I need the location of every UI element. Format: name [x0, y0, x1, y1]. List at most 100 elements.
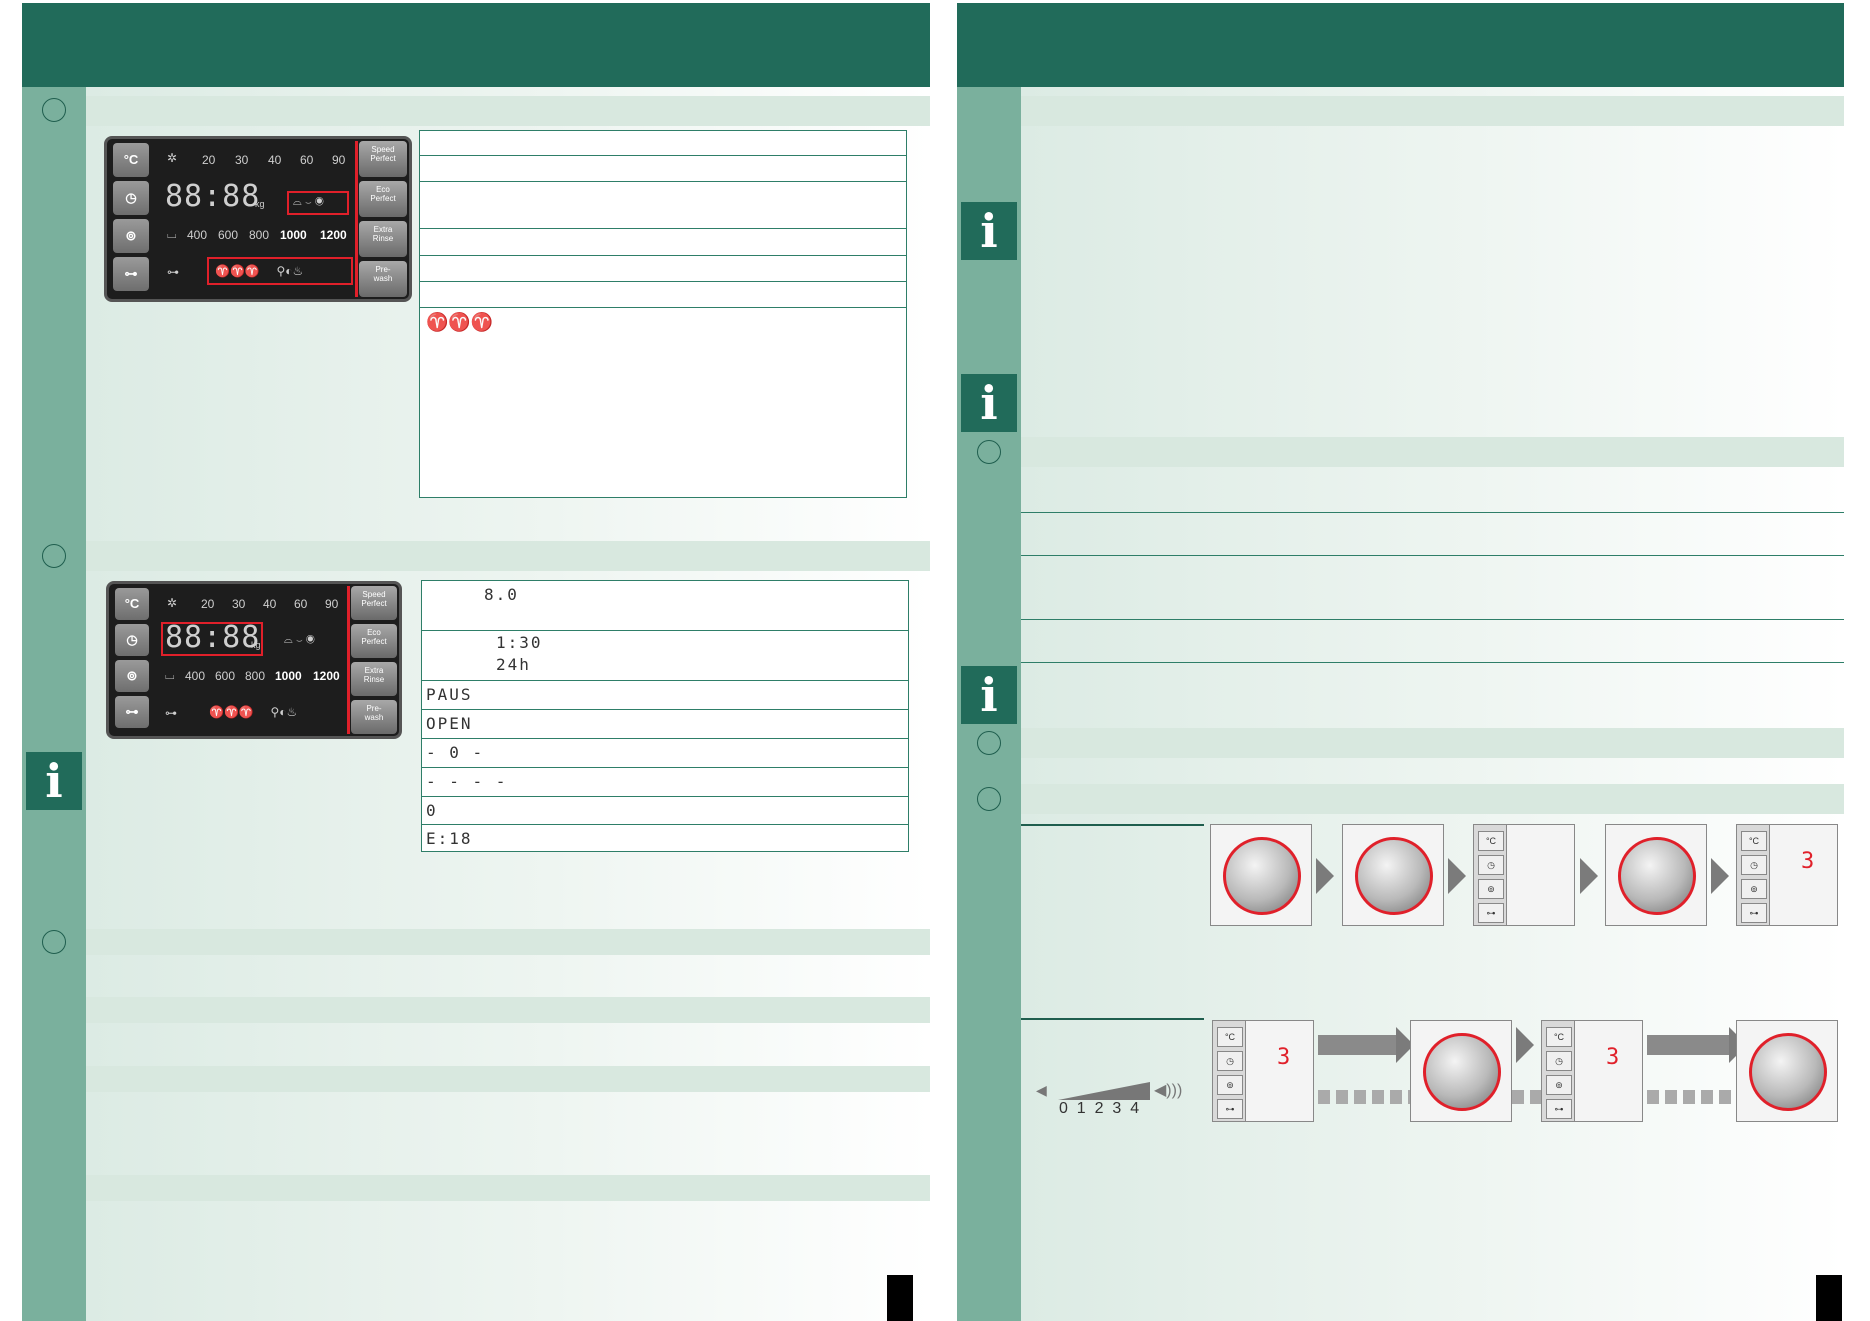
code-error: E:18 [426, 829, 473, 848]
shirt-icons: ♈♈♈ ⚲◐♨ [215, 264, 304, 278]
program-knob[interactable] [1223, 837, 1301, 915]
section-marker-r4 [977, 787, 1001, 811]
lock-button[interactable]: ⊶ [113, 257, 149, 291]
lock-key[interactable]: ⊶ [1546, 1099, 1572, 1119]
temp-key[interactable]: °C [1741, 831, 1767, 851]
spin-key[interactable]: ⊚ [1741, 879, 1767, 899]
table-row: - - - - [422, 768, 908, 797]
table-row: 0 [422, 797, 908, 825]
time-button[interactable]: ◷ [113, 181, 149, 215]
volume-1: 1 [1076, 1100, 1086, 1117]
arrow-right-icon [1448, 858, 1466, 894]
time-key[interactable]: ◷ [1741, 855, 1767, 875]
code-time-1: 1:30 [496, 633, 543, 652]
prewash-button[interactable]: Pre-wash [359, 261, 407, 297]
section-band-r4 [1021, 784, 1844, 814]
time-key[interactable]: ◷ [1546, 1051, 1572, 1071]
spin-400: 400 [187, 228, 208, 242]
display-code-table: 8.0 1:30 24h PAUS OPEN - 0 - - - - - 0 E… [421, 580, 909, 852]
control-panel-1: °C ◷ ⊚ ⊶ ✲ 20 30 40 60 90 88:88 kg ⌓ ⌣ ◉… [104, 136, 412, 302]
step-figure-keys: °C ◷ ⊚ ⊶ 3 [1541, 1020, 1643, 1122]
long-arrow [1647, 1035, 1731, 1055]
extra-rinse-l2: Rinse [363, 675, 385, 684]
prewash-l1: Pre- [366, 704, 382, 713]
highlight-time-display [161, 622, 263, 656]
dashed-arrow [1647, 1090, 1743, 1104]
prewash-button[interactable]: Pre-wash [351, 700, 397, 734]
spin-key[interactable]: ⊚ [1546, 1075, 1572, 1095]
speed-perfect-l2: Perfect [361, 599, 387, 608]
lock-button[interactable]: ⊶ [115, 696, 149, 728]
spin-key[interactable]: ⊚ [1217, 1075, 1243, 1095]
step-figure-knob [1605, 824, 1707, 926]
arrow-right-icon [1516, 1027, 1534, 1063]
volume-2: 2 [1094, 1100, 1104, 1117]
temp-90: 90 [325, 597, 339, 611]
lock-key[interactable]: ⊶ [1741, 903, 1767, 923]
temp-key[interactable]: °C [1546, 1027, 1572, 1047]
program-knob[interactable] [1749, 1033, 1827, 1111]
arrow-right-icon [1711, 858, 1729, 894]
extra-rinse-l1: Extra [373, 225, 393, 234]
symbol-table-1: ♈♈♈ [419, 130, 907, 498]
divider-line [1021, 512, 1844, 513]
volume-3: 3 [1112, 1100, 1122, 1117]
temp-button[interactable]: °C [113, 143, 149, 177]
step-figure-knob [1210, 824, 1312, 926]
step-divider [1021, 824, 1204, 826]
panel-red-divider [347, 586, 350, 734]
temp-key[interactable]: °C [1217, 1027, 1243, 1047]
temp-key[interactable]: °C [1478, 831, 1504, 851]
time-display: 88:88 [165, 179, 261, 214]
section-band-r1 [1021, 96, 1844, 126]
eco-perfect-l1: Eco [367, 628, 381, 637]
program-knob[interactable] [1618, 837, 1696, 915]
time-key[interactable]: ◷ [1478, 855, 1504, 875]
page-number-tab [1816, 1275, 1842, 1321]
table-row [420, 131, 906, 156]
spin-1200: 1200 [313, 669, 340, 683]
spin-800: 800 [245, 669, 266, 683]
arrow-right-icon [1396, 1027, 1414, 1063]
eco-perfect-l2: Perfect [370, 194, 396, 203]
spin-600: 600 [218, 228, 239, 242]
volume-high-icon: ◀))) [1154, 1082, 1183, 1099]
step-figure-knob [1736, 1020, 1838, 1122]
spin-button[interactable]: ⊚ [113, 219, 149, 253]
page-number-tab [887, 1275, 913, 1321]
temp-button[interactable]: °C [115, 588, 149, 620]
right-page-header [957, 3, 1844, 87]
eco-perfect-l1: Eco [376, 185, 390, 194]
table-row: - 0 - [422, 739, 908, 768]
load-icon: ⌓ ⌣ ◉ [293, 196, 324, 208]
spin-button[interactable]: ⊚ [115, 660, 149, 692]
table-row [420, 256, 906, 282]
table-row: E:18 [422, 825, 908, 853]
spin-key[interactable]: ⊚ [1478, 879, 1504, 899]
shirt-icons: ♈♈♈ ⚲◐♨ [209, 705, 298, 719]
divider-line [1021, 619, 1844, 620]
lock-key[interactable]: ⊶ [1217, 1099, 1243, 1119]
table-row [420, 156, 906, 182]
program-knob[interactable] [1355, 837, 1433, 915]
section-marker-3 [42, 930, 66, 954]
time-button[interactable]: ◷ [115, 624, 149, 656]
table-row: OPEN [422, 710, 908, 739]
section-band-r2 [1021, 437, 1844, 467]
tub-icon: ⌴ [165, 668, 175, 682]
temp-60: 60 [294, 597, 308, 611]
lock-key[interactable]: ⊶ [1478, 903, 1504, 923]
temp-40: 40 [268, 153, 282, 167]
section-band-6 [86, 1175, 930, 1201]
time-key[interactable]: ◷ [1217, 1051, 1243, 1071]
program-knob[interactable] [1423, 1033, 1501, 1111]
spin-800: 800 [249, 228, 270, 242]
volume-scale: 0 1 2 3 4 [1059, 1100, 1139, 1118]
code-time-2: 24h [496, 655, 531, 674]
